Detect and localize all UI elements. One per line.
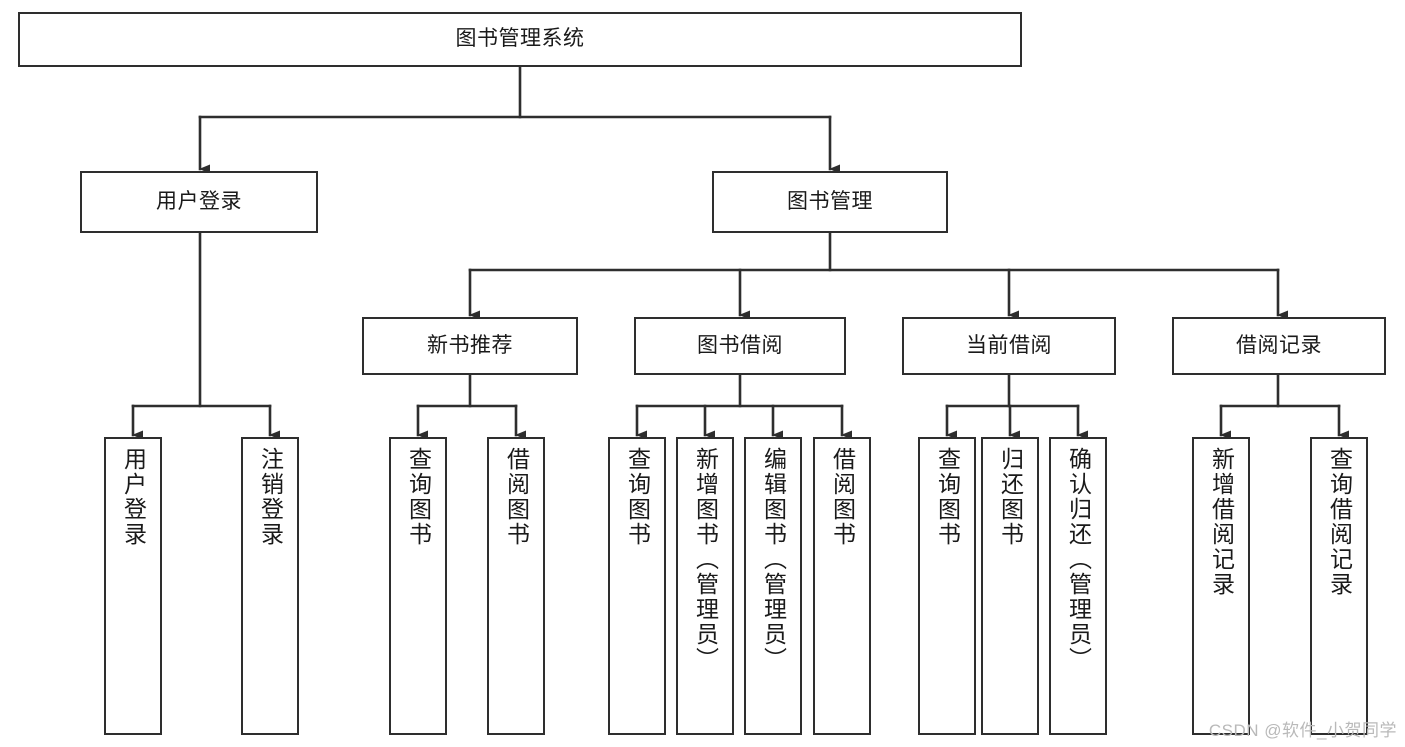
node-label-book-borrow: 图书借阅	[697, 333, 783, 357]
node-leaf-edit-book[interactable]: 编辑图书（管理员）	[744, 437, 802, 735]
node-label-current-borrow: 当前借阅	[966, 333, 1052, 357]
node-label-book-manage: 图书管理	[787, 189, 873, 213]
node-book-manage[interactable]: 图书管理	[712, 171, 948, 233]
node-label-leaf-user-login: 用户登录	[120, 447, 147, 547]
node-leaf-query-book-3[interactable]: 查询图书	[918, 437, 976, 735]
node-label-user-login: 用户登录	[156, 189, 242, 213]
node-label-leaf-confirm-return: 确认归还（管理员）	[1065, 447, 1092, 672]
node-label-leaf-query-book-2: 查询图书	[624, 447, 651, 547]
node-leaf-user-logout[interactable]: 注销登录	[241, 437, 299, 735]
node-label-borrow-record: 借阅记录	[1236, 333, 1322, 357]
node-leaf-confirm-return[interactable]: 确认归还（管理员）	[1049, 437, 1107, 735]
node-leaf-borrow-book-2[interactable]: 借阅图书	[813, 437, 871, 735]
node-leaf-return-book[interactable]: 归还图书	[981, 437, 1039, 735]
node-leaf-query-book-2[interactable]: 查询图书	[608, 437, 666, 735]
node-label-leaf-query-book-1: 查询图书	[405, 447, 432, 547]
node-label-leaf-borrow-book-2: 借阅图书	[829, 447, 856, 547]
node-label-leaf-edit-book: 编辑图书（管理员）	[760, 447, 787, 672]
node-label-leaf-return-book: 归还图书	[997, 447, 1024, 547]
node-new-book-recommend[interactable]: 新书推荐	[362, 317, 578, 375]
node-label-leaf-query-book-3: 查询图书	[934, 447, 961, 547]
node-leaf-query-book-1[interactable]: 查询图书	[389, 437, 447, 735]
node-label-leaf-user-logout: 注销登录	[257, 447, 284, 547]
node-user-login[interactable]: 用户登录	[80, 171, 318, 233]
node-current-borrow[interactable]: 当前借阅	[902, 317, 1116, 375]
node-label-new-book-recommend: 新书推荐	[427, 333, 513, 357]
node-leaf-borrow-book-1[interactable]: 借阅图书	[487, 437, 545, 735]
edge-lines	[131, 65, 1349, 440]
node-label-leaf-borrow-book-1: 借阅图书	[503, 447, 530, 547]
node-leaf-add-book[interactable]: 新增图书（管理员）	[676, 437, 734, 735]
node-label-root: 图书管理系统	[455, 27, 585, 51]
node-borrow-record[interactable]: 借阅记录	[1172, 317, 1386, 375]
node-label-leaf-add-record: 新增借阅记录	[1208, 447, 1235, 597]
node-root[interactable]: 图书管理系统	[18, 12, 1022, 67]
node-leaf-user-login[interactable]: 用户登录	[104, 437, 162, 735]
node-label-leaf-query-record: 查询借阅记录	[1326, 447, 1353, 597]
node-label-leaf-add-book: 新增图书（管理员）	[692, 447, 719, 672]
node-book-borrow[interactable]: 图书借阅	[634, 317, 846, 375]
node-leaf-add-record[interactable]: 新增借阅记录	[1192, 437, 1250, 735]
node-leaf-query-record[interactable]: 查询借阅记录	[1310, 437, 1368, 735]
